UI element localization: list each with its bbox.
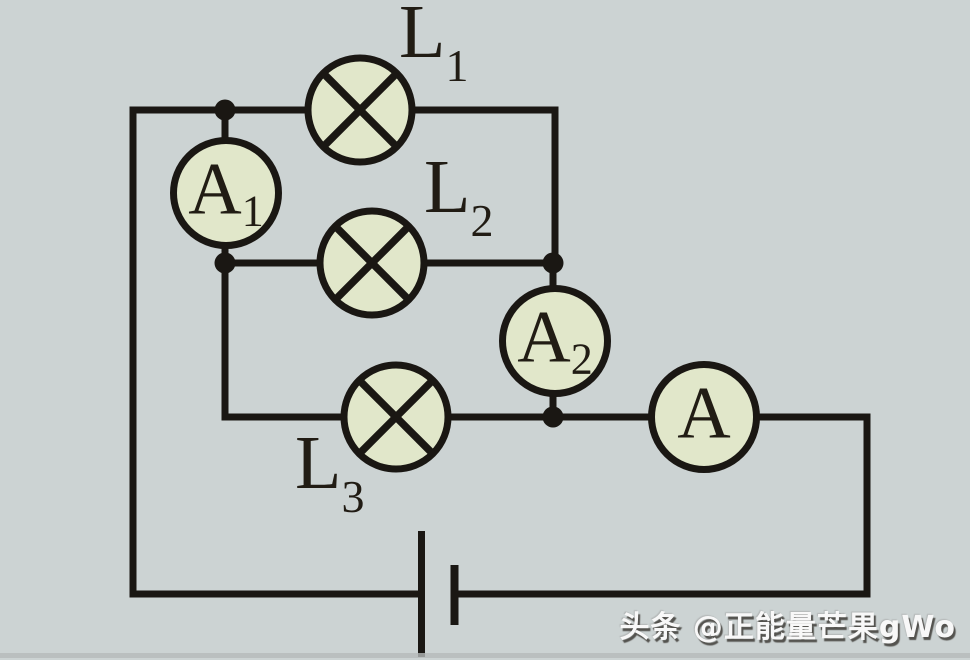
lamp-L3-label-main: L: [295, 421, 342, 505]
ammeter-A1-label-main: A: [188, 148, 242, 231]
lamp-L2-symbol-icon: [316, 207, 428, 319]
junction-dot-right-middle: [542, 252, 564, 274]
ammeter-A2-label: A2: [517, 301, 592, 382]
lamp-L2-label-main: L: [424, 145, 471, 229]
ammeter-A2-symbol-icon: [499, 285, 611, 397]
junction-dot-bottom: [542, 406, 564, 428]
lamp-L1-label-main: L: [399, 0, 446, 74]
watermark: 头条 @正能量芒果gWo: [619, 610, 956, 645]
ammeter-A2-label-main: A: [517, 296, 571, 379]
lamp-L3-label: L3: [295, 425, 364, 520]
lamp-L1-symbol-icon: [304, 54, 416, 166]
ammeter-A-label: A: [677, 377, 730, 458]
wire-right-loop: [454, 413, 871, 598]
battery: [418, 531, 459, 657]
lamp-L3-symbol-icon: [340, 361, 452, 473]
lamp-L2-label: L2: [424, 149, 493, 244]
lamp-L1-label-sub: 1: [445, 40, 469, 91]
bottom-edge-strip: [0, 653, 970, 658]
wire-l1-right-branch: [413, 106, 559, 266]
ammeter-A1-label-sub: 1: [241, 186, 264, 236]
ammeter-A-label-main: A: [677, 372, 731, 455]
ammeter-A2-label-sub: 2: [570, 334, 593, 384]
ammeter-A-symbol-icon: [648, 361, 760, 473]
lamp-L2-label-sub: 2: [470, 195, 494, 246]
junction-dot-left-middle: [214, 252, 236, 274]
ammeter-A1-label: A1: [188, 153, 263, 234]
lamp-L3-cross-2: [356, 377, 436, 457]
junction-dot-top: [214, 99, 236, 121]
lamp-L3-label-sub: 3: [341, 471, 365, 522]
lamp-L1-cross-2: [320, 70, 400, 150]
ammeter-A1-symbol-icon: [170, 137, 282, 249]
lamp-L1-label: L1: [399, 0, 468, 89]
lamp-L2-cross-2: [332, 223, 412, 303]
